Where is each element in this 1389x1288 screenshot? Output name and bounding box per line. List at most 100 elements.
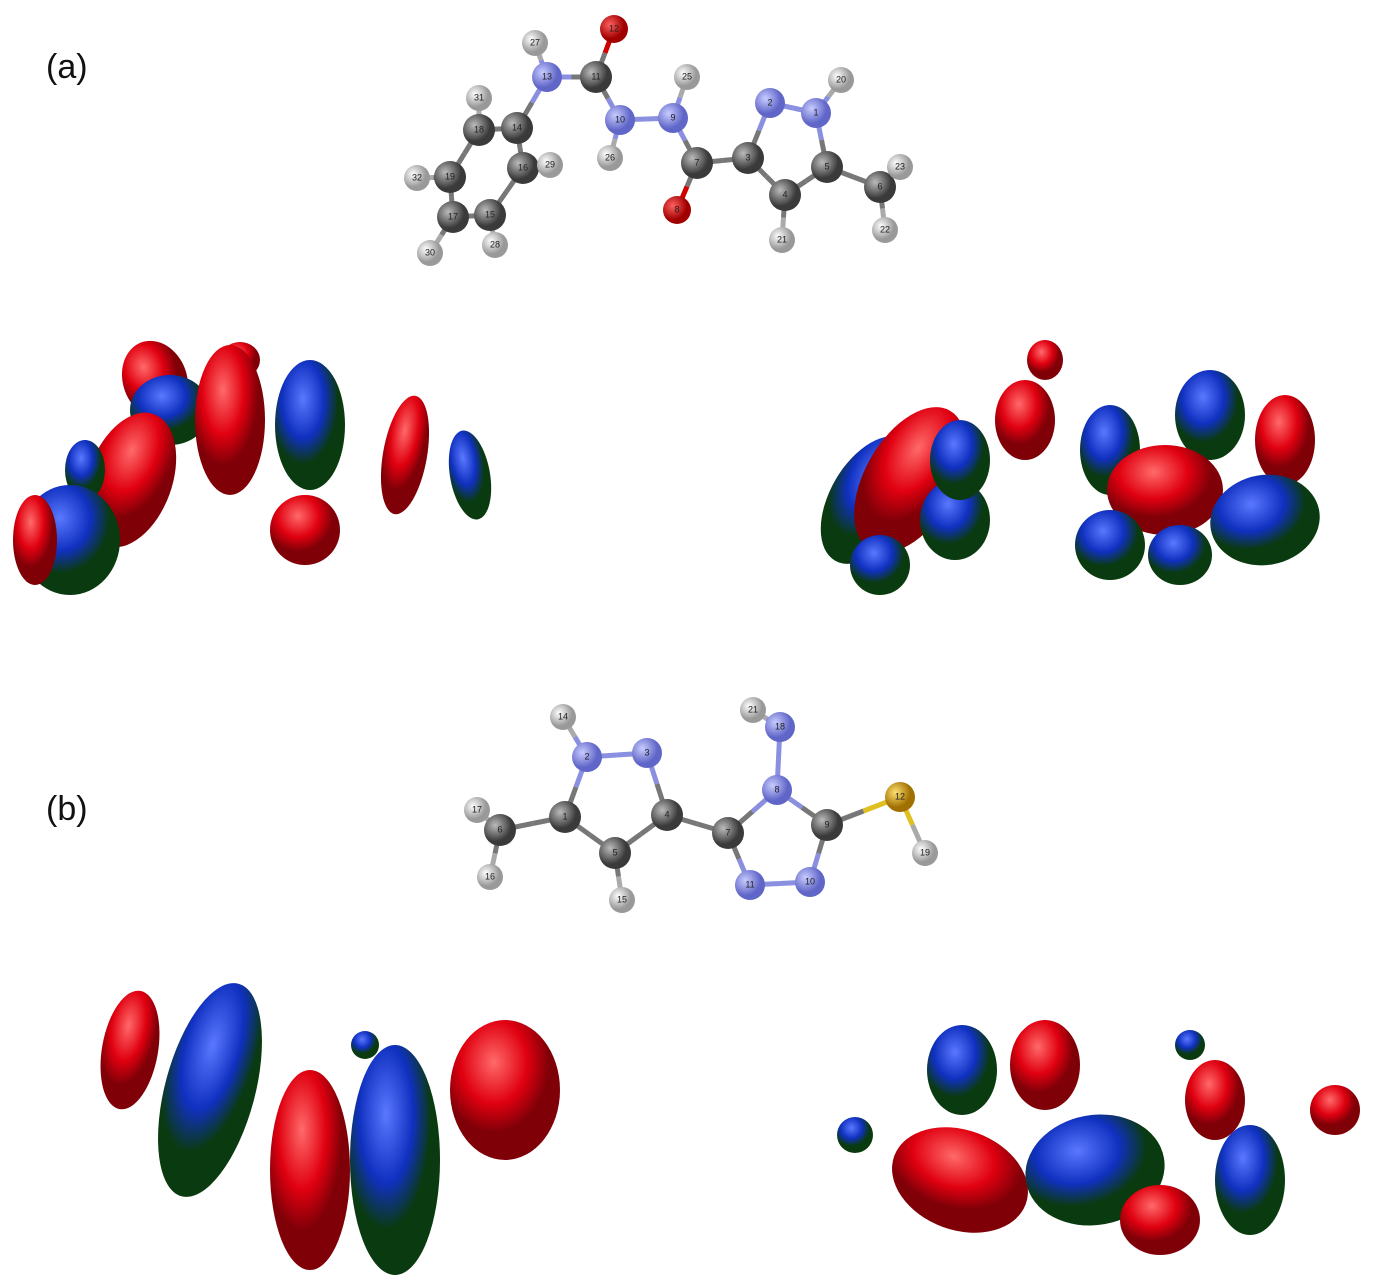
atom-17: 17	[464, 797, 490, 823]
atom-12: 12	[885, 782, 915, 812]
atom-26: 26	[597, 145, 623, 171]
atom-label: 21	[748, 704, 758, 714]
negative-lobe	[927, 1025, 997, 1115]
atom-label: 20	[836, 74, 846, 84]
atom-label: 10	[615, 114, 625, 124]
atom-label: 4	[782, 189, 787, 199]
atom-label: 16	[485, 871, 495, 881]
atom-label: 11	[591, 71, 600, 81]
atom-label: 15	[617, 894, 627, 904]
atom-31: 31	[466, 85, 492, 111]
negative-lobe	[448, 430, 492, 520]
negative-lobe	[275, 360, 345, 490]
atom-2: 2	[572, 742, 602, 772]
atom-label: 6	[877, 181, 882, 191]
atom-28: 28	[482, 232, 508, 258]
atom-8: 8	[663, 196, 691, 224]
atom-label: 18	[474, 124, 484, 134]
atom-32: 32	[404, 165, 430, 191]
atom-label: 25	[682, 71, 692, 81]
atom-10: 10	[795, 867, 825, 897]
atom-label: 6	[497, 824, 502, 834]
positive-lobe	[1255, 395, 1315, 485]
negative-lobe	[1215, 1125, 1285, 1235]
negative-lobe	[1175, 370, 1245, 460]
negative-lobe	[1148, 525, 1212, 585]
atom-label: 8	[674, 204, 679, 214]
atom-label: 32	[412, 172, 422, 182]
positive-lobe	[1107, 445, 1223, 535]
positive-lobe	[1027, 340, 1063, 380]
atom-label: 10	[805, 876, 815, 886]
atom-label: 30	[425, 247, 435, 257]
atom-27: 27	[522, 30, 548, 56]
atom-9: 9	[811, 809, 843, 841]
atom-23: 23	[887, 154, 913, 180]
atom-label: 7	[694, 157, 699, 167]
atom-label: 22	[880, 224, 890, 234]
atom-9: 9	[658, 103, 688, 133]
positive-lobe	[1120, 1185, 1200, 1255]
atom-label: 4	[664, 809, 669, 819]
atom-label: 1	[562, 811, 567, 821]
negative-lobe	[1210, 474, 1320, 566]
atom-14: 14	[501, 112, 533, 144]
atom-7: 7	[681, 147, 713, 179]
atom-label: 26	[605, 152, 615, 162]
atom-20: 20	[828, 67, 854, 93]
atom-30: 30	[417, 240, 443, 266]
atom-label: 14	[512, 122, 522, 132]
atom-label: 31	[474, 92, 484, 102]
negative-lobe	[920, 480, 990, 560]
molecule-0: 1234567891011121314151617181920212223252…	[404, 15, 913, 266]
atom-5: 5	[811, 151, 843, 183]
atom-14: 14	[550, 704, 576, 730]
positive-lobe	[13, 495, 57, 585]
atom-16: 16	[507, 152, 539, 184]
atom-11: 11	[580, 61, 612, 93]
atom-label: 2	[767, 97, 772, 107]
atom-label: 19	[920, 847, 930, 857]
atom-18: 18	[765, 712, 795, 742]
atom-13: 13	[532, 62, 562, 92]
atom-label: 8	[774, 784, 779, 794]
negative-lobe	[930, 420, 990, 500]
atom-label: 14	[558, 711, 568, 721]
orbital-lumo-a	[820, 340, 1320, 595]
positive-lobe	[195, 345, 265, 495]
positive-lobe	[995, 380, 1055, 460]
panel-label-b: (b)	[46, 790, 88, 828]
atom-21: 21	[769, 227, 795, 253]
atom-22: 22	[872, 217, 898, 243]
positive-lobe	[1185, 1060, 1245, 1140]
atom-19: 19	[434, 161, 466, 193]
orbital-lumo-b	[837, 1020, 1360, 1255]
atom-label: 19	[445, 171, 455, 181]
atom-11: 11	[735, 870, 765, 900]
orbital-homo-a	[13, 340, 492, 595]
atom-label: 9	[824, 819, 829, 829]
atom-label: 5	[612, 847, 617, 857]
atom-12: 12	[600, 15, 628, 43]
atom-16: 16	[477, 864, 503, 890]
negative-lobe	[1175, 1030, 1205, 1060]
positive-lobe	[270, 495, 340, 565]
atom-4: 4	[769, 179, 801, 211]
atom-18: 18	[463, 114, 495, 146]
atom-label: 5	[824, 161, 829, 171]
atom-label: 2	[584, 751, 589, 761]
atom-5: 5	[599, 837, 631, 869]
orbital-homo-b	[100, 983, 560, 1275]
atom-label: 9	[670, 112, 675, 122]
atom-label: 15	[485, 209, 495, 219]
negative-lobe	[65, 440, 105, 500]
atom-label: 18	[775, 721, 785, 731]
atom-19: 19	[912, 840, 938, 866]
atom-21: 21	[740, 697, 766, 723]
atom-label: 29	[545, 159, 555, 169]
negative-lobe	[350, 1045, 440, 1275]
atom-label: 12	[609, 23, 619, 33]
atom-15: 15	[609, 887, 635, 913]
